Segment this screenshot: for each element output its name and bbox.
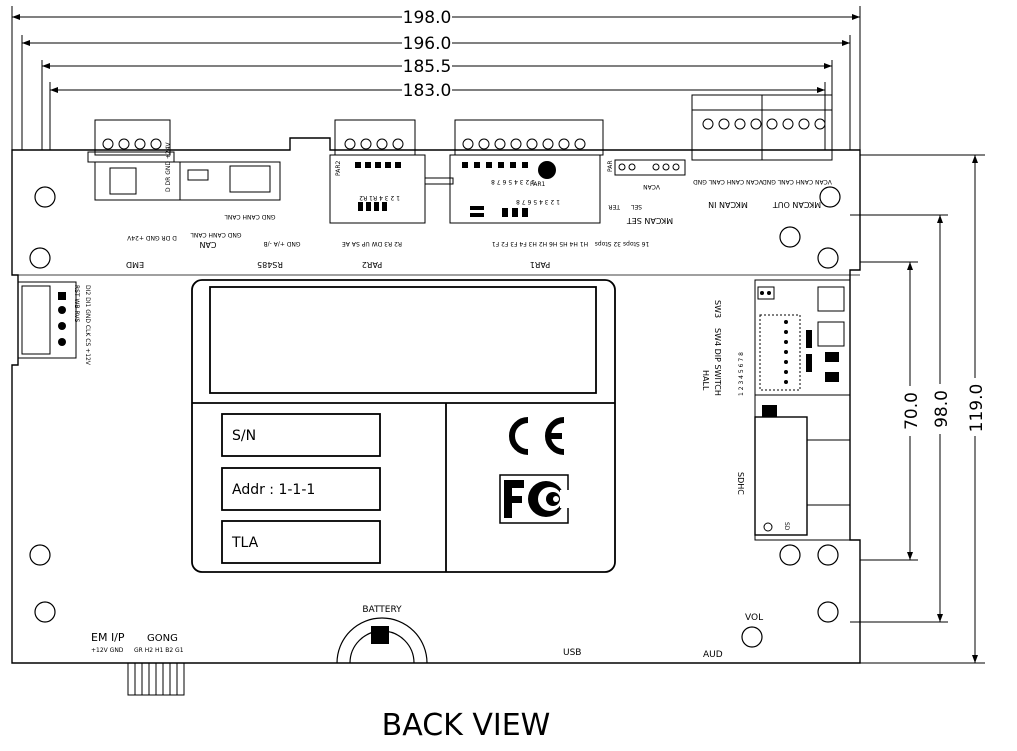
par1-sub-labels-bottom: 1 2 3 4 5 6 7 8 <box>516 198 560 205</box>
dimension-196: 196.0 <box>403 34 452 54</box>
hall-label: HALL <box>701 370 710 391</box>
switch-area: SW3 SW4 DIP SWITCH HALL 1 2 3 4 5 6 7 8 <box>701 279 851 396</box>
gong-pins: GR H2 H1 B2 G1 <box>134 647 184 654</box>
dip-numbers: 1 2 3 4 5 6 7 8 <box>738 352 745 396</box>
mkcan-connectors: MKCAN IN VCAN CANH CANL GND MKCAN OUT VC… <box>691 94 833 209</box>
mkcan-out-title: MKCAN OUT <box>773 200 821 209</box>
ce-mark-icon <box>509 417 565 455</box>
label-panel: S/N Addr : 1-1-1 TLA <box>191 279 616 573</box>
par2-title: PAR2 <box>362 260 382 269</box>
dimension-185-5: 185.5 <box>403 57 452 77</box>
fcc-mark-icon <box>499 474 570 524</box>
battery-holder: BATTERY <box>336 605 428 664</box>
par1-sub-labels-top: 1 2 3 4 5 6 7 8 <box>491 178 535 185</box>
par-tab: PAR <box>607 160 614 172</box>
sw4-label: SW4 DIP SWITCH <box>713 328 722 396</box>
par2-sub-labels: 1 2 3 4 R1 R2 <box>359 194 400 201</box>
can-title: CAN <box>199 240 216 249</box>
board-outline <box>11 137 861 664</box>
par2-pin-labels: R2 R3 DW UP SA AE <box>342 240 402 247</box>
aud-label: AUD <box>703 650 723 660</box>
par2-connector: PAR2 1 2 3 4 R1 R2 PAR2 R2 R3 DW UP SA A… <box>329 119 426 269</box>
tla-field: TLA <box>231 535 259 551</box>
mkcan-sel: SEL <box>630 203 642 210</box>
par1-title: PAR1 <box>530 260 550 269</box>
emd-bottom-labels: D DR GND +24V <box>126 234 177 241</box>
dimension-198: 198.0 <box>403 8 452 28</box>
emd-connector: D DR GND +24V EMD D DR GND +24V <box>87 119 181 269</box>
par1-pin-labels: H1 H4 H5 H6 H2 H3 F4 F3 F2 F1 <box>492 240 588 247</box>
can-pins-board: GND CANH CANL <box>224 213 276 220</box>
usb-label: USB <box>563 648 581 658</box>
sdhc-slot: SDHC SD <box>736 394 851 541</box>
sdhc-label: SDHC <box>736 472 745 495</box>
left-header-sub: RST WB RVS <box>73 285 80 322</box>
emd-pin-labels: D DR GND +24V <box>165 141 172 192</box>
left-header: DI2 DI1 GND CLK CS +12V RST WB RVS <box>17 281 91 366</box>
gong-connector: GONG GR H2 H1 B2 G1 <box>127 633 185 696</box>
dimension-98: 98.0 <box>932 390 952 428</box>
mkcan-set: VCAN SEL TER MKCAN SET <box>608 159 686 225</box>
battery-label: BATTERY <box>362 605 402 615</box>
dimension-119: 119.0 <box>967 384 987 433</box>
mounting-holes <box>29 186 841 623</box>
mkcan-out-pins: VCAN CANH CANL GND <box>762 178 832 185</box>
dimension-70: 70.0 <box>902 392 922 430</box>
can-rs485-module: GND CANH CANL CAN GND CANH CANL RS485 GN… <box>179 161 301 269</box>
sw3-label: SW3 <box>713 300 722 318</box>
em-ip-connector: EM I/P +12V GND <box>91 631 125 654</box>
par1-connector: PAR1 1 2 3 4 5 6 7 8 1 2 3 4 5 6 7 8 PAR… <box>424 119 650 269</box>
vol-label: VOL <box>745 613 763 623</box>
em-ip-pins: +12V GND <box>91 647 124 654</box>
sd-label: SD <box>783 522 790 531</box>
rs485-pin-labels: GND +/A -/B <box>263 240 300 247</box>
dimension-183: 183.0 <box>403 81 452 101</box>
mkcan-in-title: MKCAN IN <box>708 200 748 209</box>
mkcan-in-pins: VCAN CANH CANL GND <box>693 178 763 185</box>
address-field: Addr : 1-1-1 <box>232 482 315 498</box>
gong-title: GONG <box>147 633 178 644</box>
par1-stops-note: 16 Stops 32 Stops <box>595 240 650 247</box>
rs485-title: RS485 <box>257 260 283 269</box>
volume-control: VOL <box>741 613 763 648</box>
mkcan-set-title: MKCAN SET <box>627 216 673 225</box>
view-caption: BACK VIEW <box>382 708 551 743</box>
serial-number-field: S/N <box>232 428 256 444</box>
can-pin-labels: GND CANH CANL <box>190 231 242 238</box>
left-header-pins: DI2 DI1 GND CLK CS +12V <box>84 285 91 366</box>
em-ip-title: EM I/P <box>91 631 125 644</box>
mkcan-ter: TER <box>608 203 621 210</box>
emd-title: EMD <box>126 260 144 269</box>
par1-tab: PAR1 <box>530 181 546 188</box>
par2-tab: PAR2 <box>335 160 342 176</box>
mkcan-vcan: VCAN <box>643 183 660 190</box>
